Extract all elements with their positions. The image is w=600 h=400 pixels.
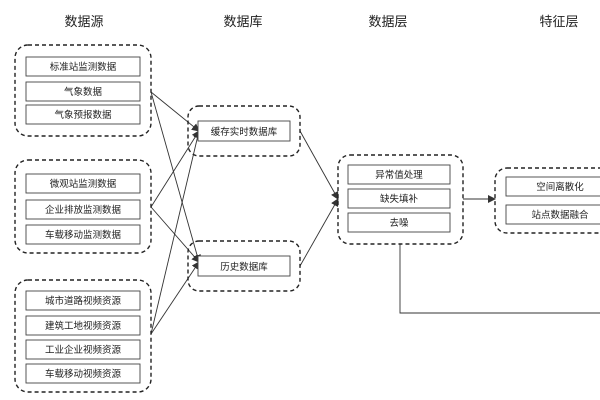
node-label: 标准站监测数据 <box>50 61 117 73</box>
node-weather-forecast <box>25 104 141 125</box>
node-vehicle-video <box>25 363 141 384</box>
data-layer-group: 异常值处理 缺失填补 去噪 <box>337 154 464 245</box>
node-label: 微观站监测数据 <box>50 178 117 190</box>
column-title-database: 数据库 <box>223 14 262 30</box>
node-outlier-handling <box>347 164 451 185</box>
node-label: 气象数据 <box>64 86 103 98</box>
node-construction-video <box>25 315 141 336</box>
edge-group3-to-cache <box>150 130 202 335</box>
node-label: 缺失填补 <box>380 193 419 205</box>
node-label: 异常值处理 <box>375 169 423 181</box>
node-weather <box>25 81 141 102</box>
node-vehicle-monitoring <box>25 224 141 245</box>
edge-group1-to-history <box>150 91 201 263</box>
database-cache: 缓存实时数据库 <box>187 105 301 157</box>
edge-history-to-data-layer <box>299 198 339 267</box>
node-missing-fill <box>347 188 451 209</box>
edge-data-layer-feedback <box>399 244 600 314</box>
feature-layer-group: 空间离散化 站点数据融合 <box>494 167 600 234</box>
source-group-1: 标准站监测数据 气象数据 气象预报数据 <box>14 44 152 137</box>
node-label: 车载移动监测数据 <box>45 229 122 241</box>
node-label: 城市道路视频资源 <box>45 295 122 307</box>
node-label: 缓存实时数据库 <box>211 126 278 138</box>
node-label: 建筑工地视频资源 <box>45 320 122 332</box>
node-industrial-video <box>25 339 141 360</box>
source-group-1-frame <box>14 44 152 137</box>
node-label: 工业企业视频资源 <box>45 344 122 356</box>
node-enterprise-emission <box>25 199 141 220</box>
node-spatial-discretization <box>505 176 600 197</box>
data-layer-frame <box>337 154 464 245</box>
node-label: 气象预报数据 <box>54 109 112 121</box>
edges <box>150 91 600 335</box>
node-cache-db <box>197 120 291 142</box>
node-history-db <box>197 255 291 277</box>
feature-layer-frame <box>494 167 600 234</box>
node-label: 车载移动视频资源 <box>45 368 122 380</box>
node-station-fusion <box>505 204 600 225</box>
column-title-data-source: 数据源 <box>64 15 103 30</box>
node-label: 企业排放监测数据 <box>45 204 122 216</box>
source-group-3: 城市道路视频资源 建筑工地视频资源 工业企业视频资源 车载移动视频资源 <box>14 279 152 393</box>
column-title-data-layer: 数据层 <box>368 15 407 30</box>
node-micro-station <box>25 173 141 194</box>
column-title-feature-layer: 特征层 <box>539 15 578 30</box>
node-label: 去噪 <box>389 217 409 229</box>
node-label: 历史数据库 <box>220 261 268 273</box>
database-history: 历史数据库 <box>187 240 301 292</box>
source-group-2: 微观站监测数据 企业排放监测数据 车载移动监测数据 <box>14 159 152 254</box>
edge-group2-to-cache <box>150 130 200 208</box>
edge-group3-to-history <box>150 261 200 335</box>
source-group-2-frame <box>14 159 152 254</box>
database-cache-frame <box>187 105 301 157</box>
database-history-frame <box>187 240 301 292</box>
source-group-3-frame <box>14 279 152 393</box>
edge-group2-to-history <box>150 206 200 263</box>
node-denoise <box>347 212 451 233</box>
node-road-video <box>25 290 141 311</box>
node-label: 站点数据融合 <box>531 209 589 221</box>
edge-cache-to-data-layer <box>299 130 339 200</box>
node-standard-station <box>25 56 141 77</box>
node-label: 空间离散化 <box>536 181 584 193</box>
edge-group1-to-cache <box>150 91 200 132</box>
